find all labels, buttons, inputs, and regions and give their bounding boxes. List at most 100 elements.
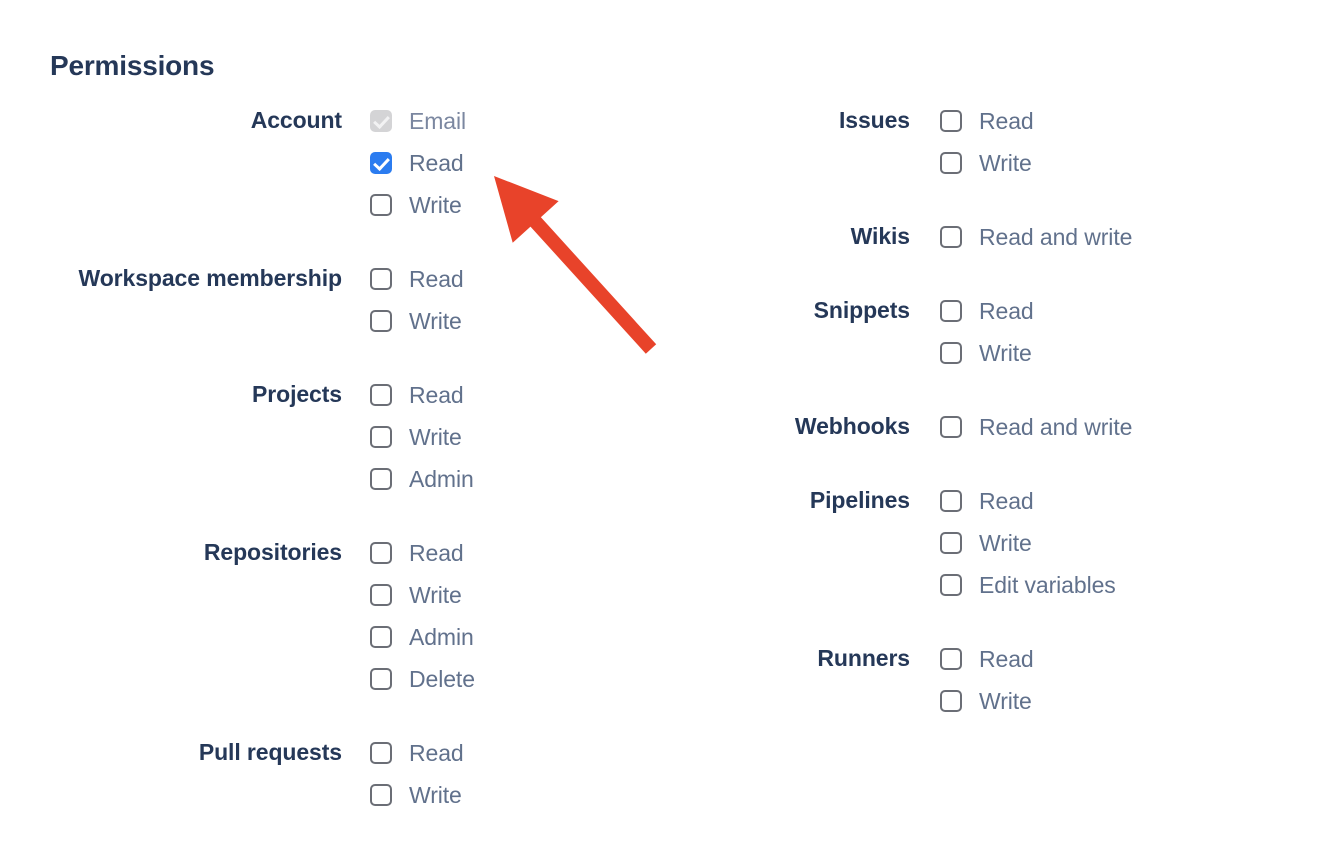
permission-option[interactable]: Read [940, 480, 1116, 522]
permission-option[interactable]: Write [940, 680, 1034, 722]
checkbox-unchecked-icon[interactable] [370, 542, 392, 564]
permission-option[interactable]: Read [940, 290, 1034, 332]
permission-option[interactable]: Write [370, 574, 475, 616]
permission-option[interactable]: Write [370, 416, 474, 458]
checkbox-unchecked-icon[interactable] [940, 648, 962, 670]
permission-option-label: Read [409, 150, 464, 176]
permission-option[interactable]: Read [370, 142, 466, 184]
checkbox-unchecked-icon[interactable] [370, 784, 392, 806]
permission-option-label: Admin [409, 466, 474, 492]
checkbox-unchecked-icon[interactable] [370, 384, 392, 406]
checkbox-unchecked-icon[interactable] [940, 110, 962, 132]
checkbox-unchecked-icon[interactable] [940, 300, 962, 322]
permission-option[interactable]: Write [940, 142, 1034, 184]
checkbox-unchecked-icon[interactable] [370, 310, 392, 332]
checkbox-unchecked-icon[interactable] [940, 226, 962, 248]
permission-option-label: Write [409, 782, 462, 808]
permission-group-label: Runners [817, 645, 910, 671]
permission-option[interactable]: Write [370, 184, 466, 226]
permission-option[interactable]: Read and write [940, 406, 1132, 448]
permission-option-label: Read [409, 382, 464, 408]
permission-option[interactable]: Read [940, 638, 1034, 680]
permission-group-label: Pipelines [809, 487, 910, 513]
permission-option-label: Write [979, 688, 1032, 714]
checkbox-unchecked-icon[interactable] [370, 468, 392, 490]
permission-option-label: Read and write [979, 414, 1133, 440]
checkbox-checked-icon[interactable] [370, 152, 392, 174]
checkbox-unchecked-icon[interactable] [940, 342, 962, 364]
permission-option[interactable]: Write [940, 522, 1116, 564]
checkbox-unchecked-icon[interactable] [370, 742, 392, 764]
permission-option[interactable]: Read [370, 374, 474, 416]
permission-option[interactable]: Admin [370, 458, 474, 500]
checkbox-unchecked-icon[interactable] [370, 584, 392, 606]
page-title: Permissions [50, 50, 215, 81]
permission-option[interactable]: Read [370, 258, 464, 300]
permission-group-label: Repositories [203, 539, 342, 565]
permission-group-label: Snippets [813, 297, 910, 323]
checkbox-unchecked-icon[interactable] [940, 416, 962, 438]
permission-option[interactable]: Write [370, 300, 464, 342]
permission-option-label: Edit variables [979, 572, 1116, 598]
checkbox-unchecked-icon[interactable] [370, 194, 392, 216]
checkbox-unchecked-icon[interactable] [940, 532, 962, 554]
checkbox-unchecked-icon[interactable] [370, 668, 392, 690]
permission-option-label: Read [409, 266, 464, 292]
checkbox-unchecked-icon[interactable] [370, 268, 392, 290]
permission-group-label: Wikis [850, 223, 910, 249]
permission-option[interactable]: Admin [370, 616, 475, 658]
checkbox-unchecked-icon[interactable] [940, 690, 962, 712]
permission-option-label: Write [409, 308, 462, 334]
permission-option-list: Read and write [940, 216, 1132, 258]
permission-option-label: Write [409, 582, 462, 608]
permission-option-label: Read [979, 488, 1034, 514]
permission-group-label: Issues [838, 107, 910, 133]
permission-option-label: Write [979, 150, 1032, 176]
checkbox-unchecked-icon[interactable] [940, 574, 962, 596]
permission-option[interactable]: Delete [370, 658, 475, 700]
permission-option-label: Write [409, 192, 462, 218]
permission-option-label: Read [409, 740, 464, 766]
permission-group-label: Projects [252, 381, 342, 407]
permission-group-label: Pull requests [198, 739, 342, 765]
checkbox-unchecked-icon[interactable] [940, 490, 962, 512]
permission-option[interactable]: Read and write [940, 216, 1132, 258]
permission-option[interactable]: Read [370, 732, 464, 774]
permission-option[interactable]: Email [370, 100, 466, 142]
permission-option[interactable]: Read [940, 100, 1034, 142]
permission-option-label: Read and write [979, 224, 1133, 250]
permission-group: Wikis Read and write [660, 216, 1320, 258]
permission-option-label: Write [979, 530, 1032, 556]
permission-option-label: Read [409, 540, 464, 566]
checkbox-unchecked-icon[interactable] [370, 426, 392, 448]
permission-option[interactable]: Read [370, 532, 475, 574]
permission-option[interactable]: Write [940, 332, 1034, 374]
permission-option-label: Delete [409, 666, 475, 692]
permission-option-label: Email [409, 108, 467, 134]
checkbox-unchecked-icon[interactable] [940, 152, 962, 174]
permission-option[interactable]: Write [370, 774, 464, 816]
permission-option[interactable]: Edit variables [940, 564, 1116, 606]
checkbox-disabled-checked-icon [370, 110, 392, 132]
checkbox-unchecked-icon[interactable] [370, 626, 392, 648]
permission-group-label: Account [250, 107, 342, 133]
permission-option-label: Read [979, 646, 1034, 672]
